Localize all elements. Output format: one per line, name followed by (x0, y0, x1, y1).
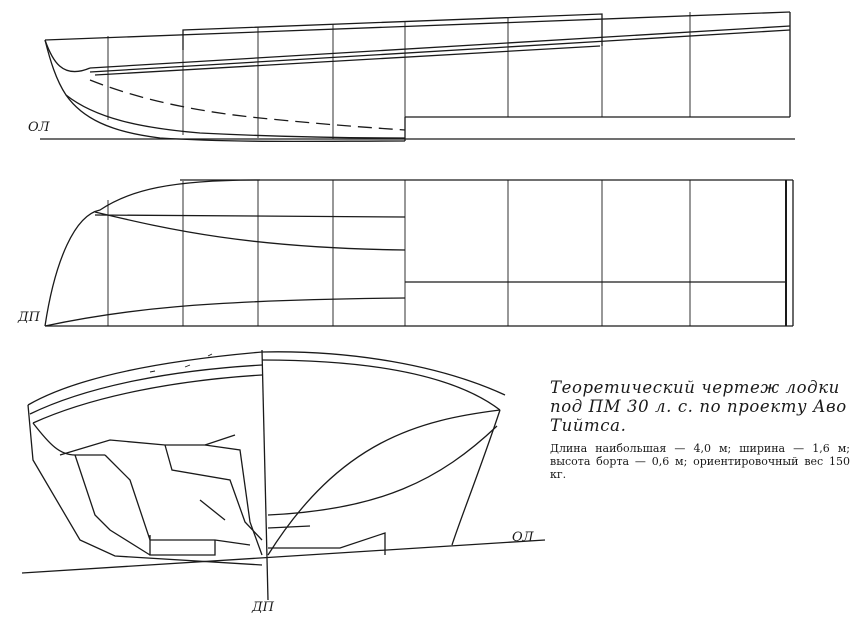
profile-sheer-line (44, 11, 791, 41)
body-centerline (261, 349, 269, 601)
caption-text: Длина наибольшая — 4,0 м; ширина — 1,6 м… (550, 442, 850, 481)
caption-title: Теоретический чертеж лодки под ПМ 30 л. … (550, 378, 847, 435)
body-baseline (21, 539, 546, 574)
profile-chine-dashed (89, 79, 406, 131)
drawing-caption: Теоретический чертеж лодки под ПМ 30 л. … (550, 378, 850, 481)
label-waterline-body: ОЛ (512, 530, 534, 545)
profile-view (40, 11, 795, 143)
label-waterline-profile: ОЛ (28, 120, 50, 135)
profile-stem (44, 39, 91, 73)
label-centerline-body: ДП (252, 600, 274, 615)
label-centerline-plan: ДП (18, 310, 40, 325)
plan-view (44, 179, 794, 327)
plan-deck-line (44, 179, 261, 327)
body-plan-view (21, 349, 546, 601)
